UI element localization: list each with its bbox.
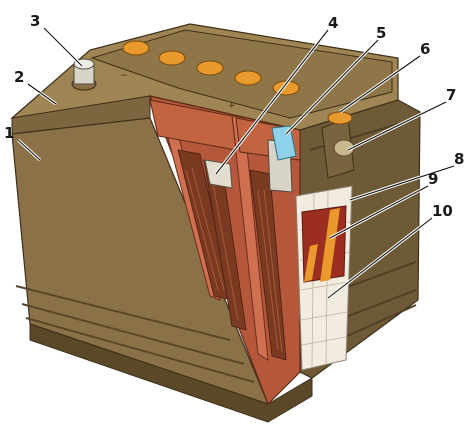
callout-7: 7 — [446, 86, 456, 104]
filler-caps-row — [122, 40, 300, 96]
top-details: − + — [71, 40, 300, 111]
vent-plug — [271, 125, 297, 161]
callout-10: 10 — [432, 202, 453, 220]
filler-cap — [327, 111, 353, 125]
cutaway-section — [149, 95, 355, 406]
callout-labels: 1 2 3 4 5 6 7 8 9 10 — [4, 12, 464, 220]
connector-strap — [204, 159, 233, 189]
callout-leaders — [16, 26, 455, 300]
callout-3: 3 — [30, 12, 40, 30]
callout-4: 4 — [328, 14, 338, 32]
callout-8: 8 — [454, 150, 464, 168]
callout-2: 2 — [14, 68, 24, 86]
plate-striations — [185, 167, 283, 353]
callout-1: 1 — [4, 124, 14, 142]
callout-6: 6 — [420, 40, 430, 58]
plate-paste-strips — [304, 208, 340, 282]
callout-5: 5 — [376, 24, 386, 42]
callout-9: 9 — [428, 170, 438, 188]
case-front-ribs — [15, 285, 255, 383]
polarity-mark-minus: − — [120, 71, 128, 81]
polarity-mark-plus: + — [228, 101, 236, 111]
